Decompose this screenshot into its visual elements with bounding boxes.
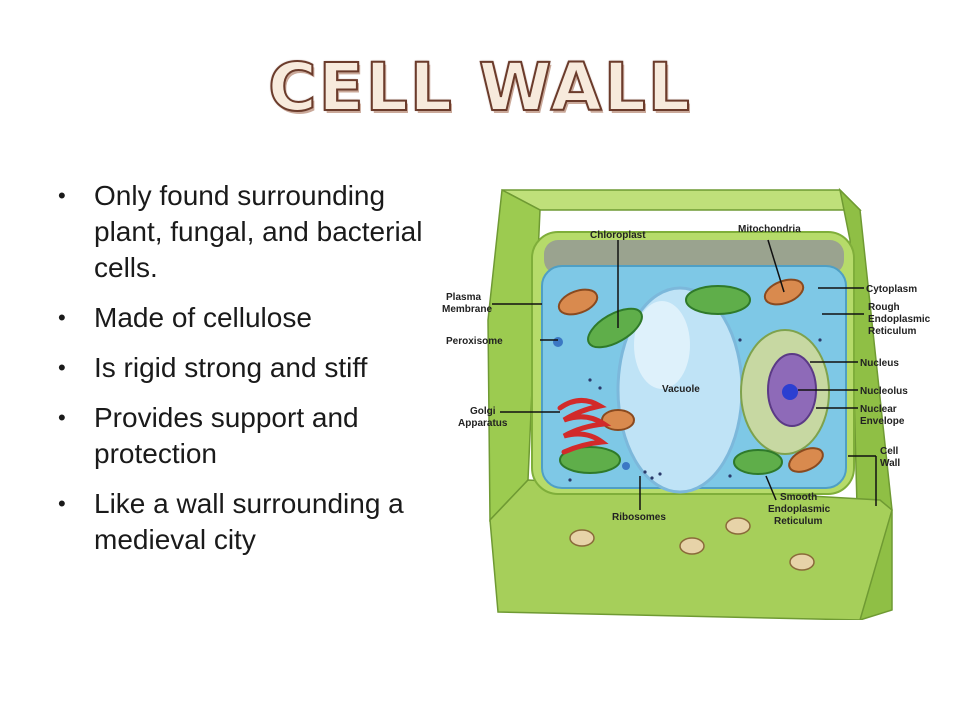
bullet-text: Provides support and protection: [94, 402, 359, 469]
label-ribosomes: Ribosomes: [612, 512, 666, 523]
bullet-dot-icon: •: [58, 491, 66, 516]
bullet-text: Made of cellulose: [94, 302, 312, 333]
label-rough-er-3: Reticulum: [868, 326, 916, 337]
nucleolus: [782, 384, 798, 400]
peroxisome: [622, 462, 630, 470]
label-cell-wall-2: Wall: [880, 458, 900, 469]
bullet-dot-icon: •: [58, 405, 66, 430]
label-cell-wall-1: Cell: [880, 446, 899, 457]
bullet-item: • Is rigid strong and stiff: [58, 350, 458, 386]
ribosomes: [568, 338, 822, 482]
bullet-dot-icon: •: [58, 355, 66, 380]
bullet-text: Like a wall surrounding a medieval city: [94, 488, 404, 555]
label-golgi-2: Apparatus: [458, 418, 508, 429]
golgi-apparatus: [557, 398, 612, 455]
label-chloroplast: Chloroplast: [590, 230, 646, 241]
bullet-item: • Only found surrounding plant, fungal, a…: [58, 178, 458, 286]
mitochondrion: [601, 409, 635, 431]
plant-cell-diagram: Chloroplast Mitochondria Cytoplasm Plasm…: [442, 187, 931, 620]
mitochondrion: [788, 447, 824, 473]
bullet-item: • Made of cellulose: [58, 300, 458, 336]
label-peroxisome: Peroxisome: [446, 336, 503, 347]
label-vacuole: Vacuole: [662, 384, 700, 395]
label-plasma-membrane-1: Plasma: [446, 292, 481, 303]
cell-wall-top-face: [501, 189, 862, 211]
label-rough-er-2: Endoplasmic: [868, 314, 931, 325]
label-smooth-er-3: Reticulum: [774, 516, 822, 527]
label-golgi-1: Golgi: [470, 406, 496, 417]
vacuole-highlight: [634, 301, 690, 389]
bullet-text: Only found surrounding plant, fungal, an…: [94, 180, 423, 283]
plasmodesmata: [569, 517, 815, 571]
bullet-list: • Only found surrounding plant, fungal, a…: [58, 178, 458, 572]
bullet-dot-icon: •: [58, 305, 66, 330]
chloroplast: [559, 446, 621, 474]
peroxisome: [553, 337, 563, 347]
chloroplast: [685, 285, 751, 315]
label-nucleus: Nucleus: [860, 358, 899, 369]
label-rough-er-1: Rough: [868, 302, 900, 313]
slide-title: CELL WALL: [267, 48, 692, 127]
bullet-text: Is rigid strong and stiff: [94, 352, 368, 383]
label-plasma-membrane-2: Membrane: [442, 304, 492, 315]
leader-lines: [492, 239, 877, 510]
label-mitochondria: Mitochondria: [738, 224, 801, 235]
chloroplast: [733, 449, 783, 475]
label-nuclear-envelope-2: Envelope: [860, 416, 905, 427]
label-nucleolus: Nucleolus: [860, 386, 908, 397]
label-smooth-er-2: Endoplasmic: [768, 504, 831, 515]
chloroplast: [587, 307, 643, 349]
label-smooth-er-1: Smooth: [780, 492, 817, 503]
bullet-item: • Like a wall surrounding a medieval city: [58, 486, 458, 558]
bullet-dot-icon: •: [58, 183, 66, 208]
label-cytoplasm: Cytoplasm: [866, 284, 917, 295]
mitochondrion: [557, 288, 599, 316]
label-nuclear-envelope-1: Nuclear: [860, 404, 897, 415]
bullet-item: • Provides support and protection: [58, 400, 458, 472]
